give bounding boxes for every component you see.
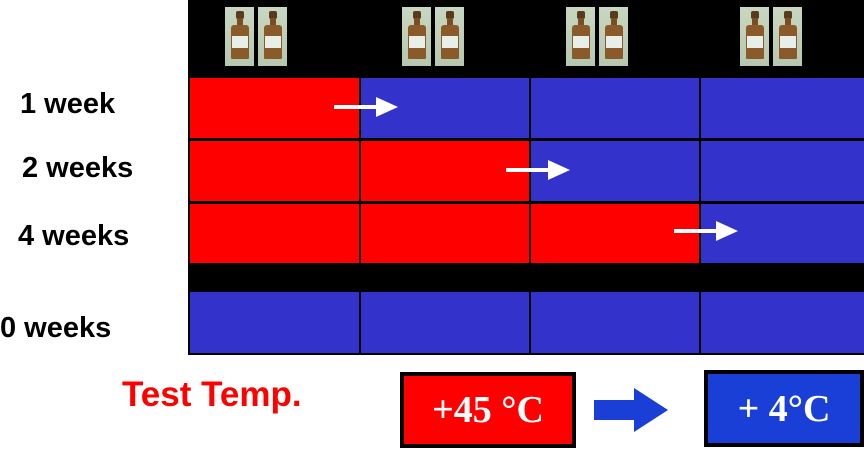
transfer-arrow-icon xyxy=(506,160,570,180)
row-label-4-weeks: 4 weeks xyxy=(18,220,130,252)
row-1-week-cell-1 xyxy=(190,78,359,138)
row-2-weeks-cell-1 xyxy=(190,141,359,201)
row-0-weeks-cell-1 xyxy=(190,292,359,353)
sample-bottle-icon xyxy=(258,7,287,66)
row-4-weeks-cell-2 xyxy=(361,204,529,263)
row-0-weeks-cell-2 xyxy=(361,292,529,353)
row-1-week-cell-4 xyxy=(701,78,864,138)
low-temp-box: + 4°C xyxy=(704,370,864,447)
sample-bottle-icon xyxy=(599,7,628,66)
sample-bottles-col-4 xyxy=(740,7,802,66)
sample-bottle-icon xyxy=(740,7,769,66)
low-temp-value: + 4°C xyxy=(737,387,831,430)
row-1-week-cell-3 xyxy=(531,78,699,138)
sample-bottle-icon xyxy=(225,7,254,66)
row-label-1-week: 1 week xyxy=(20,88,116,120)
transfer-arrow-icon xyxy=(334,97,398,117)
high-temp-value: +45 °C xyxy=(432,389,544,431)
high-temp-box: +45 °C xyxy=(400,372,576,448)
row-0-weeks-cell-4 xyxy=(701,292,864,353)
row-label-0-weeks: 0 weeks xyxy=(0,312,112,344)
row-4-weeks-cell-1 xyxy=(190,204,359,263)
row-4-weeks-cell-3 xyxy=(531,204,699,263)
transfer-arrow-icon xyxy=(674,221,738,241)
sample-bottles-col-3 xyxy=(566,7,628,66)
sample-bottle-icon xyxy=(566,7,595,66)
sample-bottles-col-2 xyxy=(402,7,464,66)
row-label-2-weeks: 2 weeks xyxy=(22,152,134,184)
row-2-weeks-cell-2 xyxy=(361,141,529,201)
test-temp-label: Test Temp. xyxy=(122,375,302,414)
sample-bottle-icon xyxy=(435,7,464,66)
storage-timeline-grid xyxy=(188,0,864,355)
temperature-transition-arrow-icon xyxy=(594,388,668,432)
row-0-weeks-cell-3 xyxy=(531,292,699,353)
row-2-weeks-cell-4 xyxy=(701,141,864,201)
sample-bottles-col-1 xyxy=(225,7,287,66)
sample-bottle-icon xyxy=(773,7,802,66)
sample-bottle-icon xyxy=(402,7,431,66)
